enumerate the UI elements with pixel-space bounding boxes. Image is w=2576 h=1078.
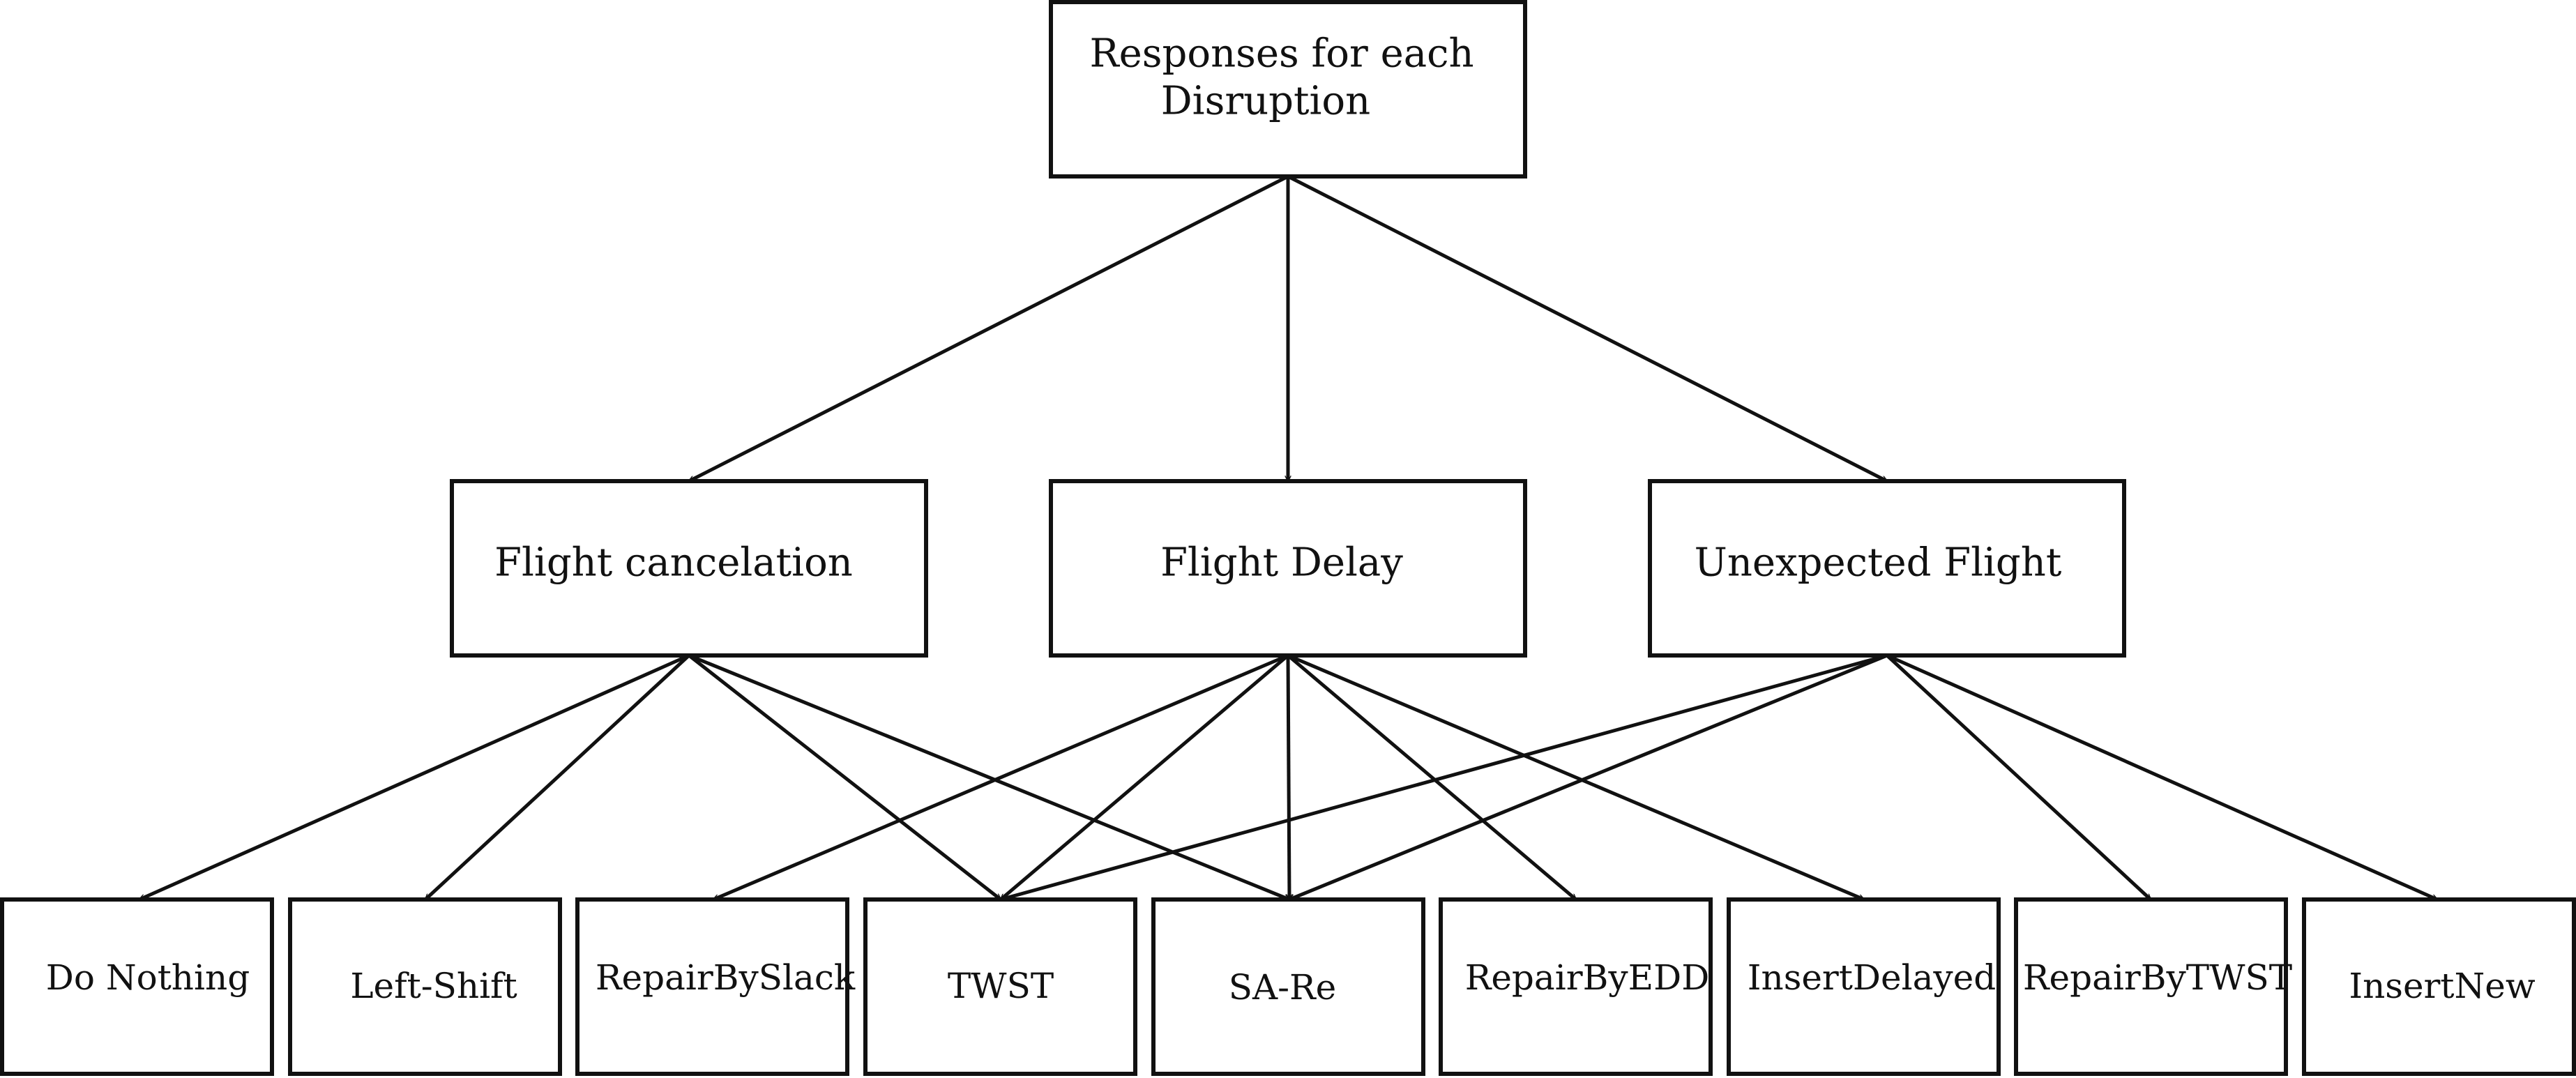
response-node-repairbytwst: RepairByTWST	[2014, 897, 2292, 1076]
response-node-sare: SA-Re	[1151, 897, 1425, 1076]
edge-delay-to-repairbyslack	[713, 653, 1289, 902]
disruption-node-delay: Flight Delay	[1049, 479, 1527, 658]
edge-root-to-cancel	[689, 174, 1289, 483]
edge-cancel-to-twst	[688, 654, 1001, 901]
response-label-repairbyedd: RepairByEDD	[1465, 957, 1710, 998]
response-label-donothing: Do Nothing	[46, 957, 250, 998]
response-label-repairbyslack: RepairBySlack	[596, 957, 856, 998]
response-node-insertnew: InsertNew	[2302, 897, 2576, 1076]
edge-cancel-to-sare	[688, 653, 1289, 902]
edge-unexpected-to-repairbytwst	[1886, 654, 2152, 901]
edge-delay-to-repairbyedd	[1287, 654, 1576, 901]
response-node-donothing: Do Nothing	[0, 897, 274, 1076]
edge-cancel-to-donothing	[139, 653, 690, 902]
edge-delay-to-insertdelayed	[1287, 653, 1864, 902]
response-label-repairbytwst: RepairByTWST	[2023, 957, 2292, 998]
edge-root-to-unexpected	[1287, 174, 1887, 483]
response-node-repairbyedd: RepairByEDD	[1439, 897, 1713, 1076]
disruption-node-cancel: Flight cancelation	[450, 479, 928, 658]
edge-unexpected-to-insertnew	[1886, 653, 2437, 902]
edge-cancel-to-leftshift	[424, 654, 690, 901]
response-node-repairbyslack: RepairBySlack	[575, 897, 856, 1076]
response-node-twst: TWST	[863, 897, 1137, 1076]
response-label-leftshift: Left-Shift	[350, 966, 517, 1006]
edge-unexpected-to-twst	[1001, 653, 1888, 899]
disruption-label-cancel: Flight cancelation	[494, 540, 853, 586]
response-label-insertdelayed: InsertDelayed	[1748, 957, 1997, 998]
response-node-leftshift: Left-Shift	[288, 897, 562, 1076]
edge-unexpected-to-sare	[1289, 653, 1888, 902]
edges-layer	[139, 174, 2437, 902]
disruption-label-unexpected: Unexpected Flight	[1695, 540, 2062, 586]
response-label-insertnew: InsertNew	[2349, 966, 2536, 1006]
root-label-line-1: Responses for each	[1089, 31, 1473, 77]
disruption-node-unexpected: Unexpected Flight	[1648, 479, 2126, 658]
response-label-twst: TWST	[948, 966, 1054, 1006]
response-node-insertdelayed: InsertDelayed	[1727, 897, 2001, 1076]
root-node: Responses for each Disruption	[1049, 0, 1527, 179]
edge-delay-to-sare	[1288, 655, 1289, 899]
disruption-label-delay: Flight Delay	[1160, 540, 1403, 586]
edge-delay-to-twst	[1001, 654, 1289, 901]
response-label-sare: SA-Re	[1229, 967, 1337, 1008]
root-label-line-2: Disruption	[1161, 79, 1370, 124]
